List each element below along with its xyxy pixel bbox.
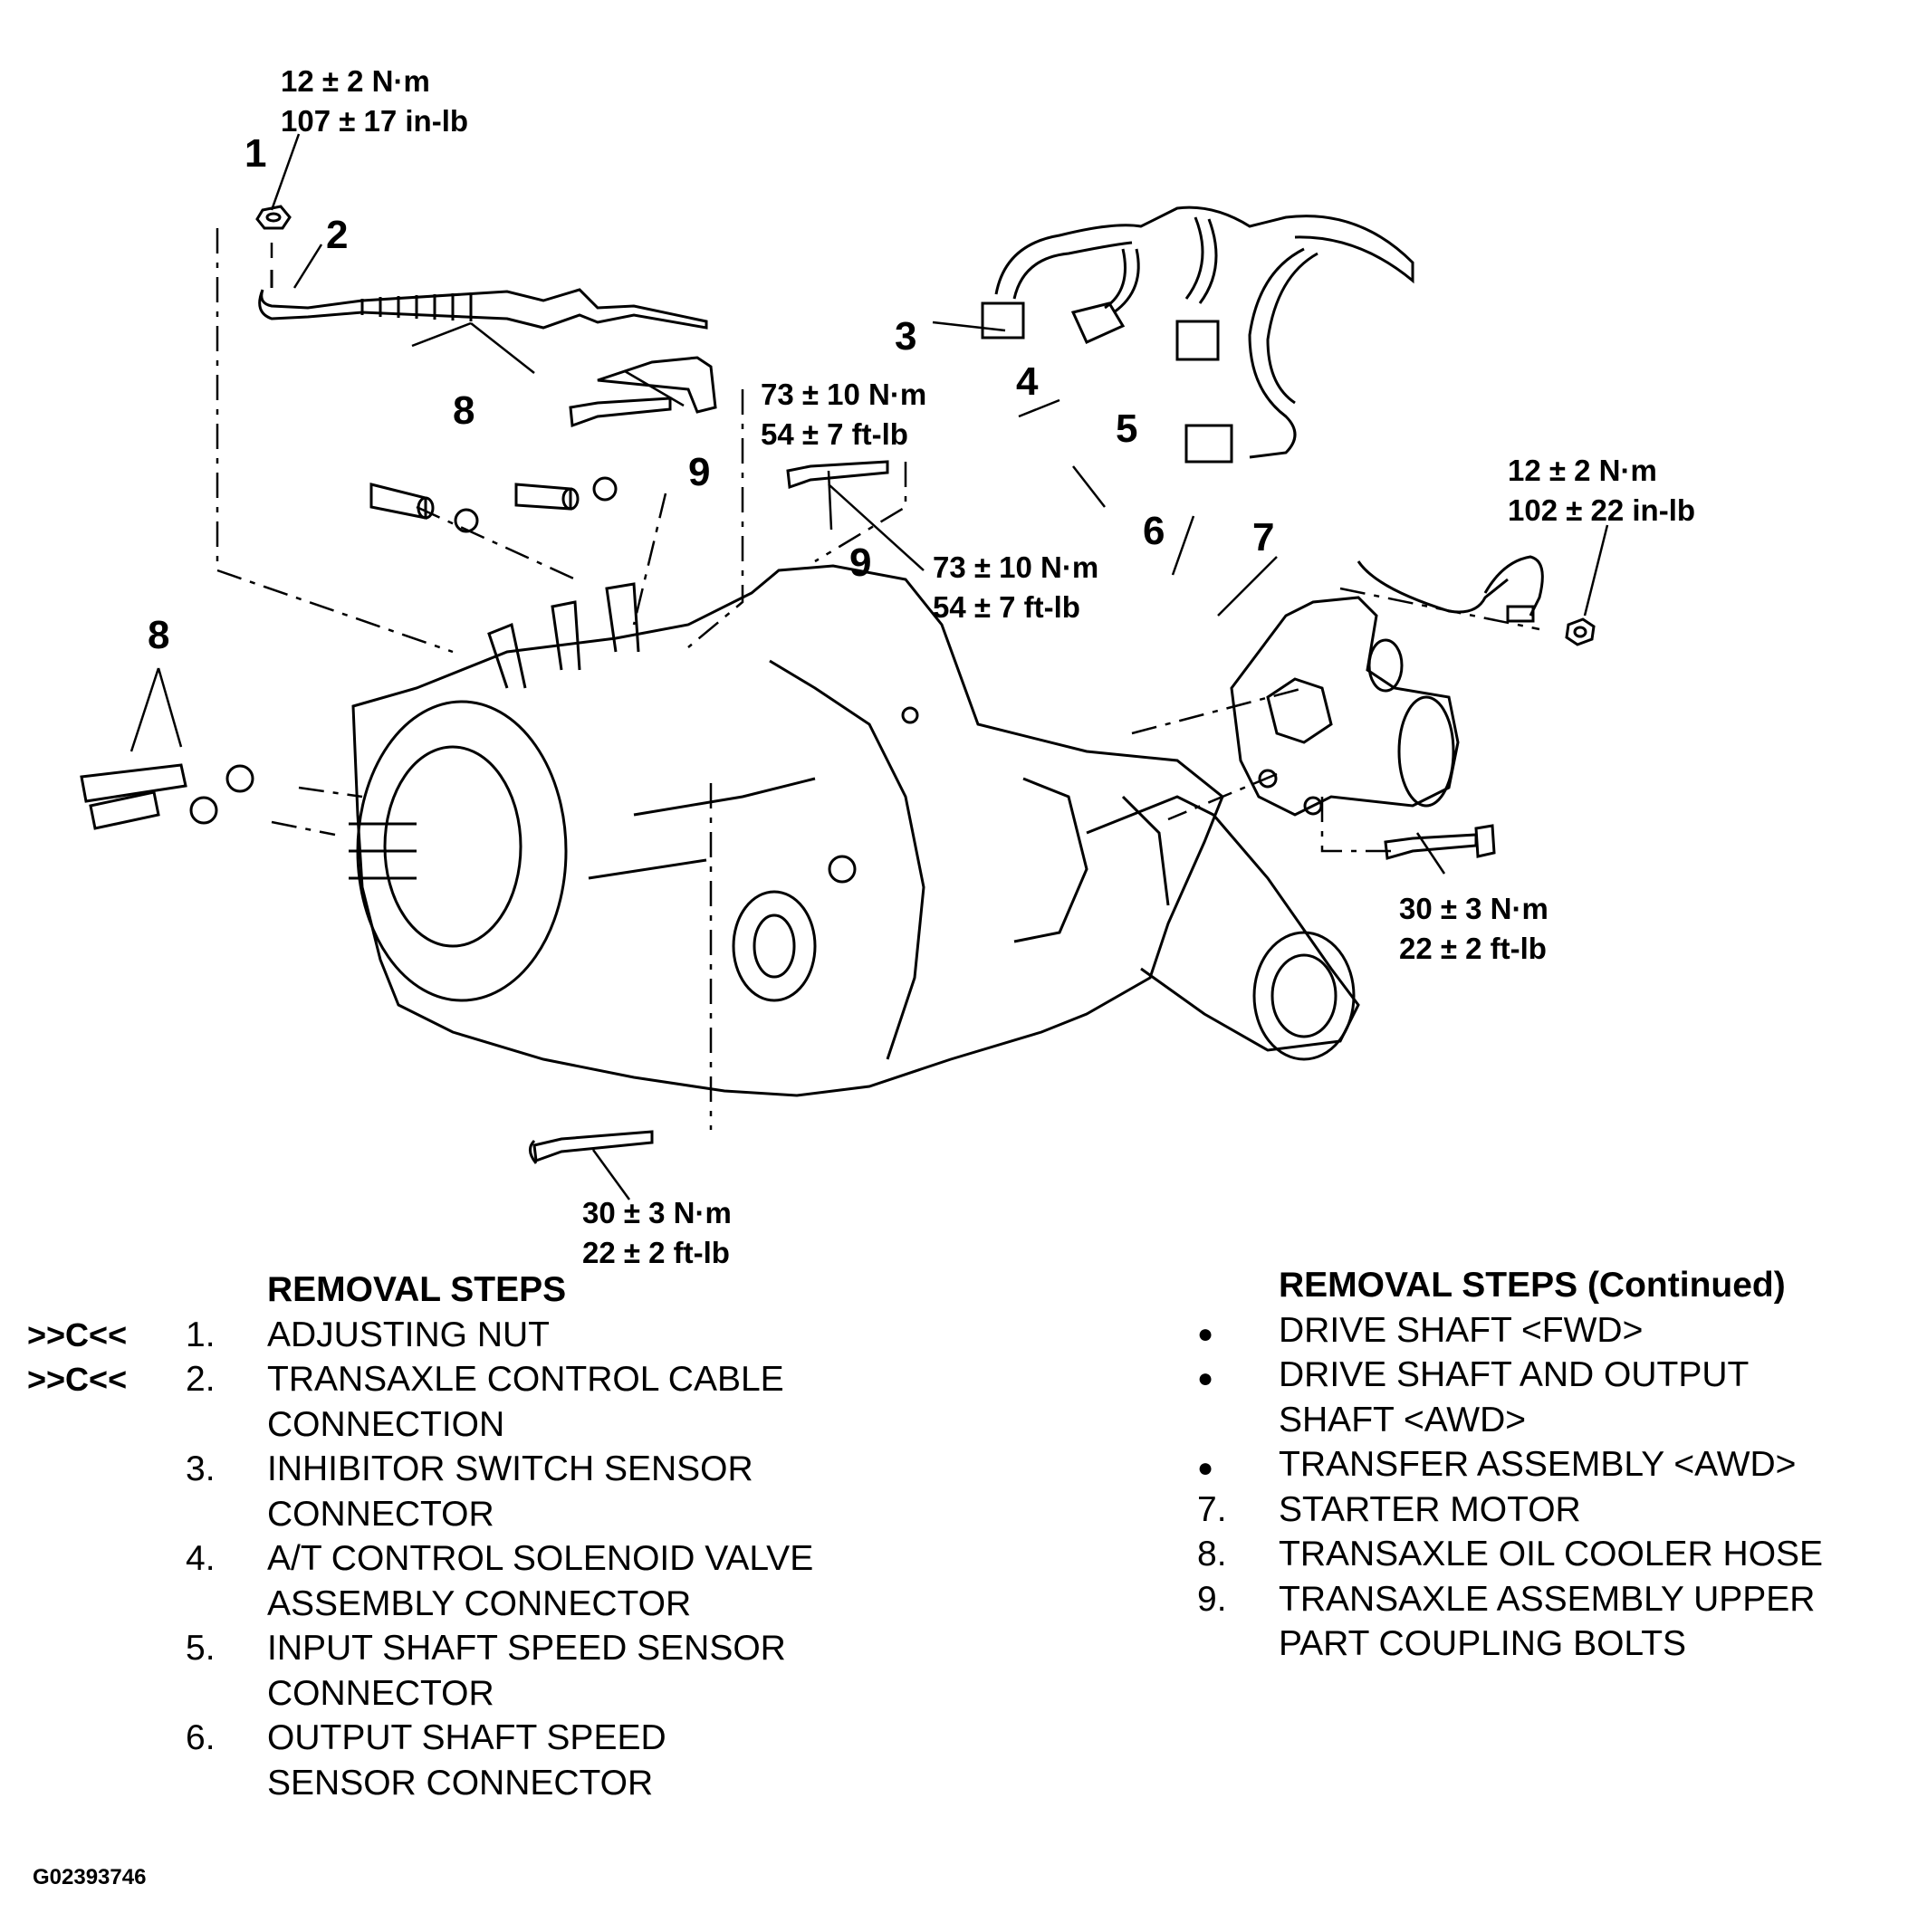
starter-motor-part	[1230, 555, 1544, 817]
removal-step: 9. TRANSAXLE ASSEMBLY UPPER PART COUPLIN…	[1197, 1577, 1823, 1667]
bullet-icon: ●	[1197, 1453, 1214, 1483]
removal-steps-list: REMOVAL STEPS >>C<< 1. ADJUSTING NUT >>C…	[27, 1267, 814, 1805]
step-text: DRIVE SHAFT AND OUTPUT	[1279, 1355, 1750, 1394]
leader-lines	[129, 133, 1609, 1200]
starter-bolt-part	[1384, 824, 1496, 860]
step-number: 1.	[186, 1315, 216, 1354]
step-text: SENSOR CONNECTOR	[267, 1763, 654, 1803]
procedure-mark: >>C<<	[27, 1315, 128, 1353]
removal-step: 3. INHIBITOR SWITCH SENSOR CONNECTOR	[186, 1447, 813, 1536]
step-text: DRIVE SHAFT <FWD>	[1279, 1310, 1644, 1350]
step-text: INPUT SHAFT SPEED SENSOR	[267, 1629, 786, 1668]
step-number: 3.	[186, 1449, 216, 1488]
step-number: 6.	[186, 1718, 216, 1757]
bottom-bolt-part	[529, 1130, 654, 1164]
step-text: SHAFT <AWD>	[1279, 1400, 1527, 1439]
dashed-guides	[216, 228, 1540, 1130]
callout-8-left: 8	[148, 613, 170, 657]
removal-step: >>C<< 1. ADJUSTING NUT	[27, 1313, 813, 1358]
removal-step: 8. TRANSAXLE OIL COOLER HOSE	[1197, 1532, 1824, 1577]
removal-step: 7. STARTER MOTOR	[1197, 1487, 1823, 1533]
callout-4: 4	[1016, 359, 1039, 404]
control-cable-part	[258, 270, 708, 330]
adjusting-nut-part	[255, 205, 292, 230]
removal-step: 4. A/T CONTROL SOLENOID VALVE ASSEMBLY C…	[186, 1536, 814, 1626]
coupling-bolt-9-upper	[569, 356, 717, 428]
step-text: INHIBITOR SWITCH SENSOR	[267, 1449, 753, 1488]
callout-6: 6	[1143, 509, 1165, 553]
step-text: ASSEMBLY CONNECTOR	[267, 1583, 692, 1623]
transfer-output-part	[1086, 795, 1360, 1061]
callout-2: 2	[326, 213, 349, 257]
step-text: TRANSAXLE CONTROL CABLE	[267, 1360, 784, 1399]
step-number: 2.	[186, 1360, 216, 1399]
removal-steps-continued-heading: REMOVAL STEPS (Continued)	[1279, 1266, 1786, 1305]
step-text: CONNECTION	[267, 1404, 505, 1444]
removal-step: ● DRIVE SHAFT <FWD>	[1197, 1308, 1823, 1353]
callout-9-upper: 9	[688, 450, 711, 494]
oil-cooler-hose-upper	[369, 476, 618, 533]
step-text: TRANSAXLE ASSEMBLY UPPER	[1279, 1579, 1816, 1619]
callout-1: 1	[244, 131, 267, 176]
starter-nut-part	[1565, 617, 1596, 646]
step-number: 5.	[186, 1629, 216, 1668]
bullet-icon: ●	[1197, 1363, 1214, 1393]
step-text: ADJUSTING NUT	[267, 1315, 550, 1354]
callout-5: 5	[1116, 406, 1138, 451]
removal-steps-heading: REMOVAL STEPS	[267, 1270, 567, 1309]
removal-step: ● DRIVE SHAFT AND OUTPUT SHAFT <AWD>	[1197, 1353, 1823, 1442]
step-number: 4.	[186, 1539, 216, 1578]
step-number: 8.	[1197, 1535, 1227, 1573]
transaxle-body	[349, 564, 1224, 1097]
step-number: 7.	[1197, 1489, 1227, 1529]
step-text: CONNECTOR	[267, 1673, 494, 1713]
removal-step: 5. INPUT SHAFT SPEED SENSOR CONNECTOR	[186, 1626, 813, 1716]
step-text: TRANSAXLE OIL COOLER HOSE	[1279, 1535, 1824, 1573]
callout-8-upper: 8	[453, 388, 475, 433]
figure-code: G02393746	[33, 1865, 147, 1889]
step-number: 9.	[1197, 1579, 1227, 1619]
step-text: A/T CONTROL SOLENOID VALVE	[267, 1539, 814, 1578]
callout-7: 7	[1252, 515, 1275, 560]
step-text: STARTER MOTOR	[1279, 1489, 1581, 1529]
coupling-bolt-9-lower	[786, 460, 889, 490]
step-text: OUTPUT SHAFT SPEED	[267, 1718, 666, 1757]
removal-step: 6. OUTPUT SHAFT SPEED SENSOR CONNECTOR	[186, 1716, 813, 1805]
removal-step: >>C<< 2. TRANSAXLE CONTROL CABLE CONNECT…	[27, 1357, 813, 1447]
callout-9-lower: 9	[849, 540, 872, 585]
wiring-harness-part	[981, 206, 1414, 464]
removal-steps-continued-list: REMOVAL STEPS (Continued) ● DRIVE SHAFT …	[1197, 1263, 1824, 1667]
procedure-mark: >>C<<	[27, 1361, 128, 1398]
oil-cooler-hose-left	[80, 763, 254, 830]
removal-step: ● TRANSFER ASSEMBLY <AWD>	[1197, 1442, 1823, 1487]
step-text: PART COUPLING BOLTS	[1279, 1624, 1687, 1663]
step-text: TRANSFER ASSEMBLY <AWD>	[1279, 1445, 1797, 1484]
callout-3: 3	[895, 314, 917, 359]
bullet-icon: ●	[1197, 1318, 1214, 1349]
step-text: CONNECTOR	[267, 1494, 494, 1534]
